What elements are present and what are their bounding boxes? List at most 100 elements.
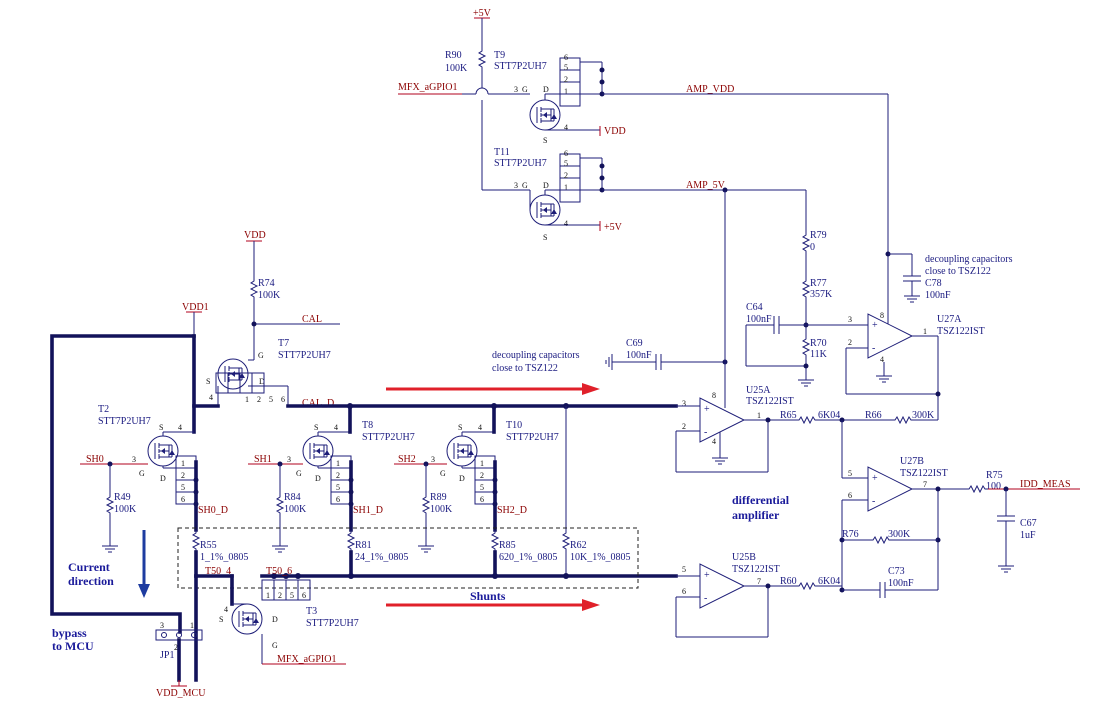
r89-resistor [422, 493, 430, 517]
t2-p4: 4 [178, 423, 182, 432]
t2-pb2: 2 [181, 471, 185, 480]
u27b-minus: - [872, 496, 875, 507]
c73-ref: C73 [888, 566, 905, 577]
t7-g: G [258, 351, 264, 360]
u25a-gnd [711, 451, 729, 465]
u25b-plus: + [704, 570, 710, 581]
c78-gnd [903, 289, 921, 303]
t9-p1: 1 [564, 87, 568, 96]
t10-pb2: 2 [480, 471, 484, 480]
t3-p1: 1 [266, 591, 270, 600]
u27a-p8: 8 [880, 311, 884, 320]
t11-s: S [543, 233, 547, 242]
c69-ref: C69 [626, 338, 643, 349]
r79-resistor [802, 231, 810, 255]
u25b-minus: - [704, 593, 707, 604]
u25b-p6: 6 [682, 587, 686, 596]
vdd-mcu-label: VDD_MCU [156, 688, 206, 699]
t8-pb5: 5 [336, 483, 340, 492]
r49-gnd [101, 539, 119, 553]
u27a-minus: - [872, 343, 875, 354]
r62-val: 10K_1%_0805 [570, 552, 631, 563]
t9-ref: T9 [494, 50, 505, 61]
t11-p2: 2 [564, 171, 568, 180]
r81-ref: R81 [355, 540, 372, 551]
r75-val: 100 [986, 481, 1001, 492]
u27a-p2: 2 [848, 338, 852, 347]
sh2-label: SH2 [398, 454, 416, 465]
u25b-p5: 5 [682, 565, 686, 574]
u27a-plus: + [872, 320, 878, 331]
u27a-p1: 1 [923, 327, 927, 336]
r62-ref: R62 [570, 540, 587, 551]
r90-ref: R90 [445, 50, 462, 61]
mfx-agpio1-top-label: MFX_aGPIO1 [398, 82, 457, 93]
p5v-symbol-top [474, 17, 490, 48]
t2-ref: T2 [98, 404, 109, 415]
r84-gnd [271, 539, 289, 553]
t3-p2: 2 [278, 591, 282, 600]
t9-pin4: 4 [564, 123, 568, 132]
t8-g: G [296, 469, 302, 478]
r66-ref: R66 [865, 410, 882, 421]
t2-p3: 3 [132, 455, 136, 464]
u25a-ref: U25A [746, 385, 771, 396]
t11-val: STT7P2UH7 [494, 158, 547, 169]
jp1-p1: 1 [190, 621, 194, 630]
u25b-ref: U25B [732, 552, 756, 563]
diff-amp-line2: amplifier [732, 508, 780, 522]
t2-s: S [159, 423, 163, 432]
r84-resistor [276, 493, 284, 517]
idd-meas-label: IDD_MEAS [1020, 479, 1071, 490]
t10-pb1: 1 [480, 459, 484, 468]
r65-resistor [795, 416, 819, 424]
r66-resistor [891, 416, 915, 424]
r90-resistor [478, 47, 486, 71]
t11-pin4: 4 [564, 219, 568, 228]
t9-d: D [543, 85, 549, 94]
r79-val: 0 [810, 242, 815, 253]
t10-d: D [459, 474, 465, 483]
t7-p4: 4 [209, 393, 213, 402]
p5v-pin-label: +5V [604, 222, 623, 233]
r81-val: 24_1%_0805 [355, 552, 408, 563]
t50-6-label: T50_6 [266, 566, 292, 577]
t7-val: STT7P2UH7 [278, 350, 331, 361]
t10-s: S [458, 423, 462, 432]
r85-val: 620_1%_0805 [499, 552, 557, 563]
t2-mosfet [147, 435, 179, 467]
t11-ref: T11 [494, 147, 510, 158]
current-direction-line1: Current [68, 560, 110, 574]
current-direction-arrow [138, 584, 150, 598]
t10-g: G [440, 469, 446, 478]
r74-val: 100K [258, 290, 281, 301]
t8-d: D [315, 474, 321, 483]
u27b-plus: + [872, 473, 878, 484]
t8-mosfet [302, 435, 334, 467]
t2-pinbox [175, 455, 197, 505]
t10-pb5: 5 [480, 483, 484, 492]
r70-val: 11K [810, 349, 828, 360]
decoupling-top-line1: decoupling capacitors [925, 254, 1013, 265]
t11-p5: 5 [564, 159, 568, 168]
t8-pinbox [330, 455, 352, 505]
sh2-d-label: SH2_D [497, 505, 527, 516]
u27b-val: TSZ122IST [900, 468, 948, 479]
c67-val: 1uF [1020, 530, 1036, 541]
r55-val: 1_1%_0805 [200, 552, 248, 563]
t10-p4: 4 [478, 423, 482, 432]
t3-p5: 5 [290, 591, 294, 600]
r49-ref: R49 [114, 492, 131, 503]
amp-vdd-label: AMP_VDD [686, 84, 734, 95]
t9-pin3: 3 [514, 85, 518, 94]
t7-p5: 5 [269, 395, 273, 404]
diff-amp-line1: differential [732, 493, 790, 507]
t7-p6: 6 [281, 395, 285, 404]
r49-val: 100K [114, 504, 137, 515]
t2-pb6: 6 [181, 495, 185, 504]
r77-resistor [802, 277, 810, 301]
t9-pinbox [559, 57, 581, 107]
r85-ref: R85 [499, 540, 516, 551]
r89-val: 100K [430, 504, 453, 515]
cal-label: CAL [302, 314, 322, 325]
